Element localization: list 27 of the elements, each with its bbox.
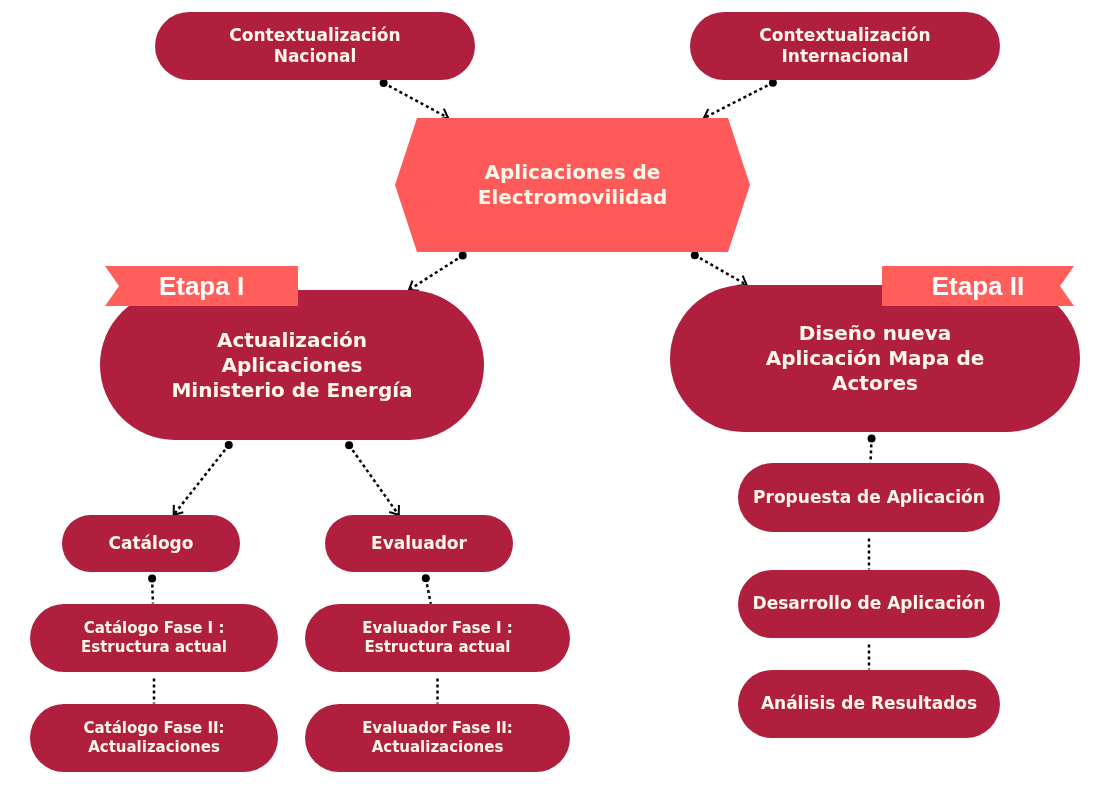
node-label: Aplicaciones de Electromovilidad xyxy=(476,160,669,210)
node-label: Catálogo xyxy=(108,532,194,555)
node-label: Evaluador xyxy=(371,532,467,555)
node-label: Contextualización Internacional xyxy=(758,24,932,68)
node-label: Evaluador Fase I : Estructura actual xyxy=(361,619,514,657)
node-label: Contextualización Nacional xyxy=(228,24,402,68)
dotted-arrow xyxy=(690,251,748,288)
dotted-arrow xyxy=(702,78,777,121)
dotted-arrow xyxy=(408,251,467,292)
node-label: Propuesta de Aplicación xyxy=(753,486,985,509)
hexagon-node xyxy=(395,118,750,252)
node-label: Etapa II xyxy=(931,269,1025,303)
dotted-arrow xyxy=(379,79,449,121)
dotted-arrow xyxy=(172,441,233,516)
process-pill xyxy=(62,515,240,572)
dotted-arrow xyxy=(345,441,400,516)
node-label: Diseño nueva Aplicación Mapa de Actores xyxy=(764,321,986,396)
process-pill xyxy=(325,515,513,572)
node-label: Etapa I xyxy=(158,269,245,303)
stage-ribbon xyxy=(882,266,1074,306)
node-label: Evaluador Fase II: Actualizaciones xyxy=(361,719,514,757)
node-label: Catálogo Fase II: Actualizaciones xyxy=(82,719,226,757)
node-label: Análisis de Resultados xyxy=(760,693,978,715)
node-label: Desarrollo de Aplicación xyxy=(752,593,986,615)
node-label: Actualización Aplicaciones Ministerio de Energía xyxy=(170,327,414,403)
stage-ribbon xyxy=(105,266,298,306)
node-label: Catálogo Fase I : Estructura actual xyxy=(80,619,228,657)
